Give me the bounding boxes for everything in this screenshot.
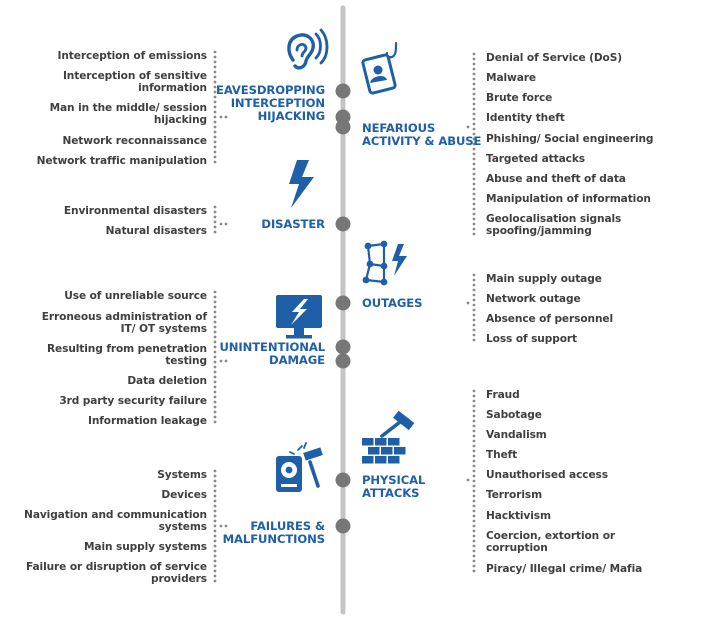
failures-connector bbox=[219, 524, 228, 528]
failures-category-label: FAILURES & MALFUNCTIONS bbox=[222, 519, 325, 546]
outages-threat-item: Absence of personnel bbox=[486, 313, 614, 325]
outages-threat-item: Network outage bbox=[486, 293, 581, 305]
physical-threat-item: Piracy/ Illegal crime/ Mafia bbox=[486, 563, 643, 575]
unintentional-node-0 bbox=[335, 339, 351, 355]
physical-node-0 bbox=[335, 472, 351, 488]
nefarious-category-label: NEFARIOUS ACTIVITY & ABUSE bbox=[362, 121, 482, 148]
id-badge-hook-icon bbox=[361, 41, 398, 95]
eavesdropping-category-label: EAVESDROPPING INTERCEPTION HIJACKING bbox=[216, 83, 325, 123]
disaster-threat-item: Environmental disasters bbox=[63, 205, 207, 217]
unintentional-threat-item: Resulting from penetration testing bbox=[46, 343, 207, 367]
physical-threat-item: Theft bbox=[486, 449, 518, 461]
physical-threat-item: Vandalism bbox=[486, 429, 547, 441]
eavesdropping-node-0 bbox=[335, 83, 351, 99]
nefarious-threat-item: Targeted attacks bbox=[486, 153, 585, 165]
nefarious-connector bbox=[466, 125, 470, 129]
unintentional-threat-item: Data deletion bbox=[127, 375, 207, 387]
unintentional-category-label: UNINTENTIONAL DAMAGE bbox=[219, 340, 325, 367]
outages-threat-item: Main supply outage bbox=[486, 273, 602, 285]
outages-node-0 bbox=[335, 295, 351, 311]
physical-threat-item: Unauthorised access bbox=[486, 469, 608, 481]
outages-threat-item: Loss of support bbox=[486, 333, 577, 345]
failures-threat-item: Systems bbox=[157, 469, 207, 481]
nefarious-threat-item: Malware bbox=[486, 72, 536, 84]
physical-threat-item: Coercion, extortion or corruption bbox=[486, 530, 615, 554]
disaster-connector bbox=[219, 222, 228, 226]
monitor-lightning-icon bbox=[276, 295, 322, 339]
nefarious-threat-item: Manipulation of information bbox=[486, 193, 651, 205]
nefarious-threat-item: Phishing/ Social engineering bbox=[486, 133, 654, 145]
nefarious-threat-item: Identity theft bbox=[486, 112, 565, 124]
nefarious-node-0 bbox=[335, 119, 351, 135]
physical-threat-item: Sabotage bbox=[486, 409, 542, 421]
brick-wall-hammer-icon bbox=[362, 410, 415, 464]
physical-bracket bbox=[472, 389, 476, 573]
hard-drive-hammer-icon bbox=[276, 442, 323, 492]
failures-threat-item: Failure or disruption of service provide… bbox=[25, 561, 207, 585]
disaster-threat-item: Natural disasters bbox=[105, 225, 207, 237]
unintentional-threat-item: Use of unreliable source bbox=[64, 290, 207, 302]
eavesdropping-threat-item: Network reconnaissance bbox=[62, 135, 207, 147]
broken-network-icon bbox=[362, 240, 407, 286]
failures-node-0 bbox=[335, 518, 351, 534]
outages-bracket bbox=[472, 273, 476, 342]
eavesdropping-threat-item: Interception of emissions bbox=[57, 50, 207, 62]
eavesdropping-threat-item: Network traffic manipulation bbox=[36, 155, 207, 167]
eavesdropping-connector bbox=[219, 115, 228, 119]
outages-connector bbox=[466, 301, 470, 305]
unintentional-bracket bbox=[213, 290, 217, 424]
unintentional-node-1 bbox=[335, 353, 351, 369]
unintentional-threat-item: Erroneous administration of IT/ OT syste… bbox=[41, 311, 207, 335]
unintentional-threat-item: 3rd party security failure bbox=[59, 395, 207, 407]
unintentional-connector bbox=[219, 359, 228, 363]
nefarious-bracket bbox=[472, 52, 476, 236]
physical-category-label: PHYSICAL ATTACKS bbox=[362, 473, 426, 500]
eavesdropping-bracket bbox=[213, 50, 217, 164]
physical-threat-item: Hacktivism bbox=[486, 510, 551, 522]
nefarious-threat-item: Geolocalisation signals spoofing/jamming bbox=[486, 213, 622, 237]
disaster-node-0 bbox=[335, 216, 351, 232]
eavesdropping-threat-item: Man in the middle/ session hijacking bbox=[49, 102, 208, 126]
failures-threat-item: Navigation and communication systems bbox=[24, 509, 207, 533]
ear-soundwave-icon bbox=[287, 28, 329, 70]
nefarious-threat-item: Brute force bbox=[486, 92, 553, 104]
failures-threat-item: Main supply systems bbox=[83, 541, 207, 553]
nefarious-threat-item: Abuse and theft of data bbox=[486, 173, 626, 185]
outages-category-label: OUTAGES bbox=[362, 296, 423, 310]
disaster-category-label: DISASTER bbox=[261, 217, 325, 231]
physical-threat-item: Terrorism bbox=[486, 489, 543, 501]
unintentional-threat-item: Information leakage bbox=[87, 415, 207, 427]
lightning-bolt-icon bbox=[289, 160, 314, 208]
eavesdropping-threat-item: Interception of sensitive information bbox=[62, 70, 207, 94]
nefarious-threat-item: Denial of Service (DoS) bbox=[486, 52, 623, 64]
disaster-bracket bbox=[213, 205, 217, 234]
physical-connector bbox=[466, 478, 470, 482]
failures-threat-item: Devices bbox=[161, 489, 207, 501]
physical-threat-item: Fraud bbox=[486, 389, 520, 401]
failures-bracket bbox=[213, 469, 217, 583]
